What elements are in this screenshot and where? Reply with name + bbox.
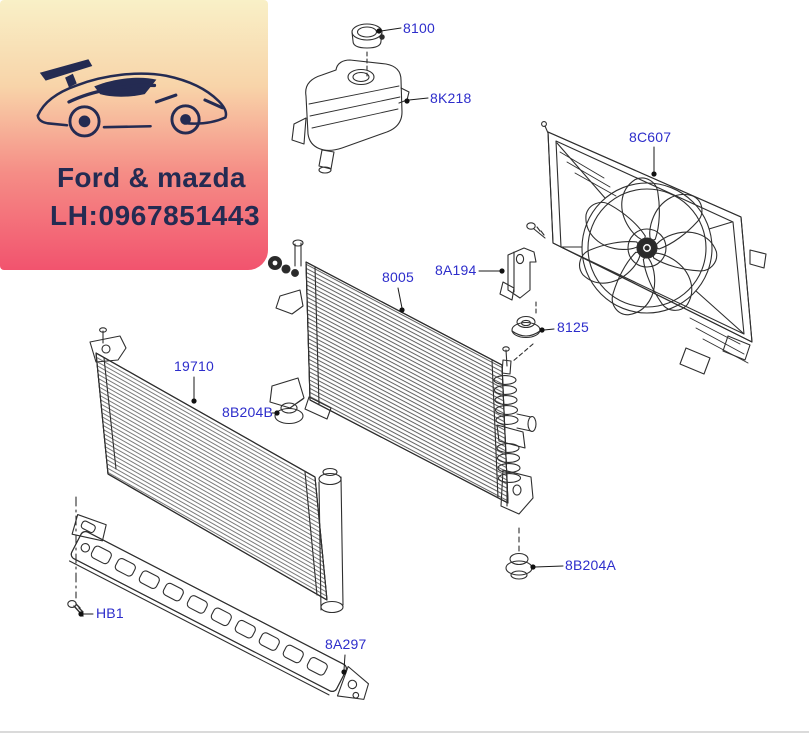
fan-assembly-drawing: [526, 121, 767, 375]
seller-logo: Ford & mazda LH:0967851443: [0, 0, 268, 270]
part-label-bolt[interactable]: HB1: [96, 605, 124, 621]
radiator-drawing: [267, 239, 537, 515]
part-label-cap[interactable]: 8100: [403, 20, 435, 36]
bolt-hb1-drawing: [67, 496, 84, 617]
part-label-bracket[interactable]: 8A194: [435, 262, 477, 278]
logo-brand-text: Ford & mazda: [57, 162, 246, 193]
grommet-8125-drawing: [511, 315, 541, 363]
deflector-drawing: [68, 514, 370, 700]
part-label-condenser[interactable]: 19710: [174, 358, 214, 374]
part-label-deflector[interactable]: 8A297: [325, 636, 367, 652]
part-label-grommet-lower[interactable]: 8B204A: [565, 557, 617, 573]
part-label-grommet-left[interactable]: 8B204B: [222, 404, 274, 420]
part-label-grommet-upper[interactable]: 8125: [557, 319, 589, 335]
logo-phone-text: LH:0967851443: [50, 200, 261, 231]
part-label-radiator[interactable]: 8005: [382, 269, 414, 285]
part-label-fan[interactable]: 8C607: [629, 129, 672, 145]
grommet-8b204b-drawing: [274, 398, 304, 425]
condenser-drier-drawing: [318, 467, 344, 614]
fan-bolt-drawing: [526, 222, 546, 239]
bottom-divider: [0, 731, 809, 733]
condenser-drawing: [89, 327, 344, 614]
bracket-8a194-drawing: [499, 247, 537, 317]
grommet-8b204a-drawing: [505, 527, 533, 580]
radiator-right-tank-ribs: [493, 375, 522, 483]
part-label-tank[interactable]: 8K218: [430, 90, 472, 106]
coolant-cap-drawing: [351, 23, 385, 77]
expansion-tank-drawing: [291, 59, 410, 174]
leader-lines: [78, 27, 657, 675]
sports-car-icon: [36, 59, 228, 138]
